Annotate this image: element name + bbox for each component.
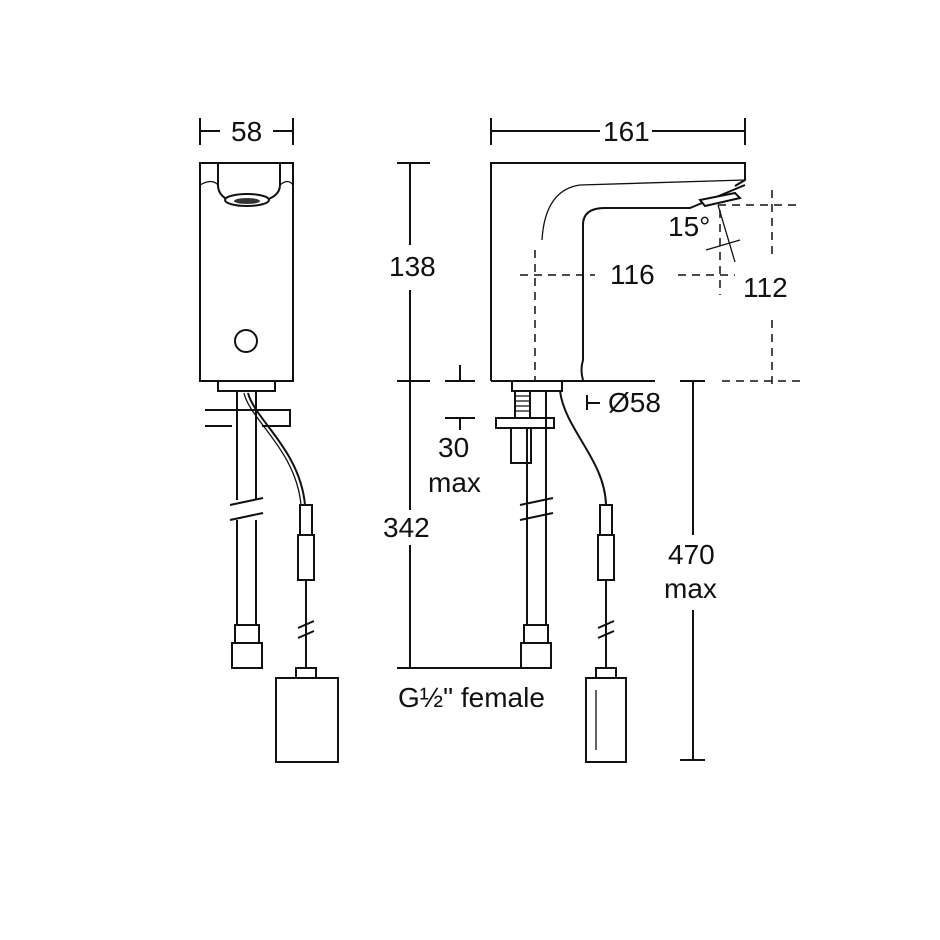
dim-spout-height: 112 bbox=[741, 272, 790, 303]
dim-spout-reach: 116 bbox=[608, 259, 657, 290]
dim-side-width: 161 bbox=[601, 116, 652, 147]
front-view bbox=[199, 118, 339, 763]
dim-total-length-max: max bbox=[662, 573, 719, 604]
dim-hose-length: 342 bbox=[381, 512, 432, 543]
side-view bbox=[397, 118, 800, 763]
dim-total-length: 470 bbox=[666, 539, 717, 570]
sensor-button-icon bbox=[234, 329, 258, 353]
dim-spray-angle: 15° bbox=[666, 211, 713, 242]
dim-body-height: 138 bbox=[387, 251, 438, 282]
dim-deck-thickness-max: max bbox=[426, 467, 483, 498]
dim-deck-thickness: 30 bbox=[436, 432, 472, 463]
dim-base-diameter: Ø58 bbox=[606, 387, 663, 418]
connection-label: G½" female bbox=[396, 682, 547, 713]
dim-front-width: 58 bbox=[229, 116, 265, 147]
